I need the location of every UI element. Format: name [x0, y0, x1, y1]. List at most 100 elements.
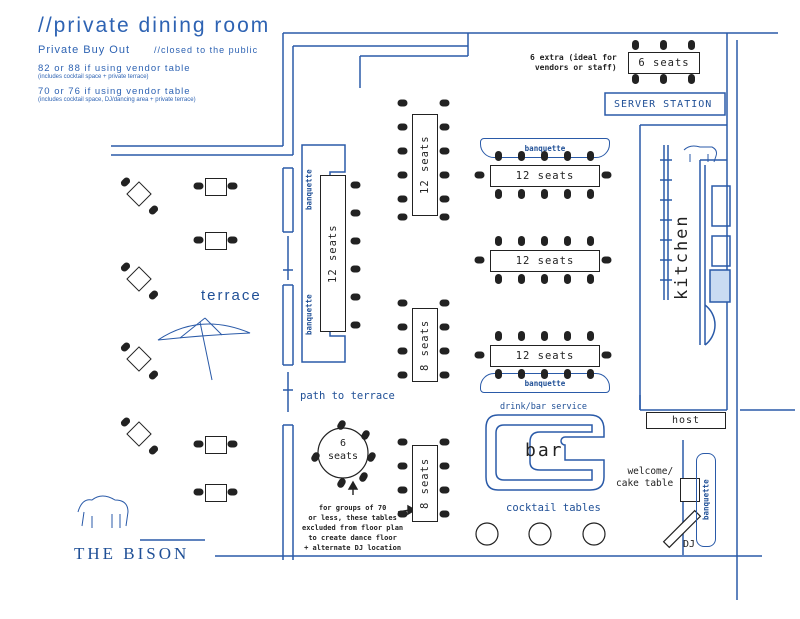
chair: [564, 331, 571, 341]
chair: [495, 369, 502, 379]
chair: [541, 151, 548, 161]
chair: [350, 321, 361, 329]
drink-bar-service-label: drink/bar service: [500, 402, 587, 412]
chair: [564, 274, 571, 284]
chair: [227, 236, 238, 244]
chair: [660, 74, 667, 84]
chair: [601, 351, 612, 359]
table-12-seats-long: 12 seats: [320, 175, 346, 332]
extra-note: 6 extra (ideal for vendors or staff): [530, 53, 617, 72]
buyout-label: Private Buy Out: [38, 44, 131, 56]
table-12-seats-row2: 12 seats: [490, 250, 600, 272]
banquette-label-lower: banquette: [304, 294, 314, 336]
chair: [564, 151, 571, 161]
capacity-2: 70 or 76 if using vendor table: [38, 86, 191, 97]
capacity-2-note: (includes cocktail space, DJ/dancing are…: [38, 97, 196, 103]
chair: [397, 510, 408, 518]
table-12-seats-center: 12 seats: [412, 114, 438, 216]
chair: [397, 171, 408, 179]
chair: [439, 510, 450, 518]
terrace-table: [205, 178, 227, 196]
chair: [495, 274, 502, 284]
table-12-seats-row3: 12 seats: [490, 345, 600, 367]
chair: [587, 274, 594, 284]
chair: [632, 74, 639, 84]
chair: [564, 189, 571, 199]
chair: [587, 369, 594, 379]
chair: [439, 171, 450, 179]
table-6-seats-top: 6 seats: [628, 52, 700, 74]
chair: [587, 331, 594, 341]
chair: [541, 369, 548, 379]
chair: [439, 371, 450, 379]
chair: [439, 123, 450, 131]
chair: [397, 371, 408, 379]
path-to-terrace-label: path to terrace: [300, 390, 395, 402]
chair: [518, 151, 525, 161]
chair: [587, 189, 594, 199]
chair: [564, 369, 571, 379]
table-8-seats-mid: 8 seats: [412, 308, 438, 382]
chair: [397, 462, 408, 470]
server-station-label: SERVER STATION: [614, 99, 713, 110]
chair: [495, 151, 502, 161]
chair: [397, 486, 408, 494]
chair: [397, 323, 408, 331]
chair: [439, 462, 450, 470]
chair: [495, 189, 502, 199]
page-title: //private dining room: [38, 14, 271, 37]
chair: [397, 299, 408, 307]
terrace-table: [205, 484, 227, 502]
chair: [350, 181, 361, 189]
chair: [587, 151, 594, 161]
chair: [518, 369, 525, 379]
chair: [439, 195, 450, 203]
bar-label: bar: [525, 440, 564, 461]
chair: [587, 236, 594, 246]
chair: [688, 74, 695, 84]
round-table-label: 6 seats: [327, 438, 359, 462]
welcome-cake-table-label: welcome/ cake table: [616, 466, 674, 489]
chair: [660, 40, 667, 50]
chair: [518, 274, 525, 284]
chair: [439, 99, 450, 107]
chair: [350, 265, 361, 273]
chair: [439, 299, 450, 307]
chair: [439, 486, 450, 494]
chair: [632, 40, 639, 50]
chair: [227, 488, 238, 496]
chair: [688, 40, 695, 50]
bison-logo: [77, 145, 717, 528]
chair: [541, 189, 548, 199]
table-12-seats-row1: 12 seats: [490, 165, 600, 187]
chair: [439, 147, 450, 155]
chair: [474, 171, 485, 179]
chair: [350, 293, 361, 301]
terrace-label: terrace: [201, 287, 262, 304]
banquette-label-upper: banquette: [304, 169, 314, 211]
chair: [564, 236, 571, 246]
chair: [193, 488, 204, 496]
chair: [350, 237, 361, 245]
dance-floor-note: for groups of 70 or less, these tables e…: [302, 504, 404, 552]
chair: [397, 123, 408, 131]
chair: [518, 236, 525, 246]
chair: [495, 331, 502, 341]
chair: [397, 213, 408, 221]
cocktail-tables-label: cocktail tables: [506, 502, 601, 514]
chair: [439, 213, 450, 221]
terrace-table: [205, 232, 227, 250]
chair: [193, 440, 204, 448]
capacity-1-note: (includes cocktail space + private terra…: [38, 74, 149, 80]
chair: [474, 256, 485, 264]
chair: [518, 331, 525, 341]
banquette-right: banquette: [696, 453, 716, 547]
chair: [601, 171, 612, 179]
dj-label: DJ: [683, 539, 696, 550]
chair: [193, 182, 204, 190]
chair: [227, 182, 238, 190]
kitchen-label: kitchen: [672, 214, 692, 300]
chair: [350, 209, 361, 217]
chair: [439, 347, 450, 355]
chair: [193, 236, 204, 244]
